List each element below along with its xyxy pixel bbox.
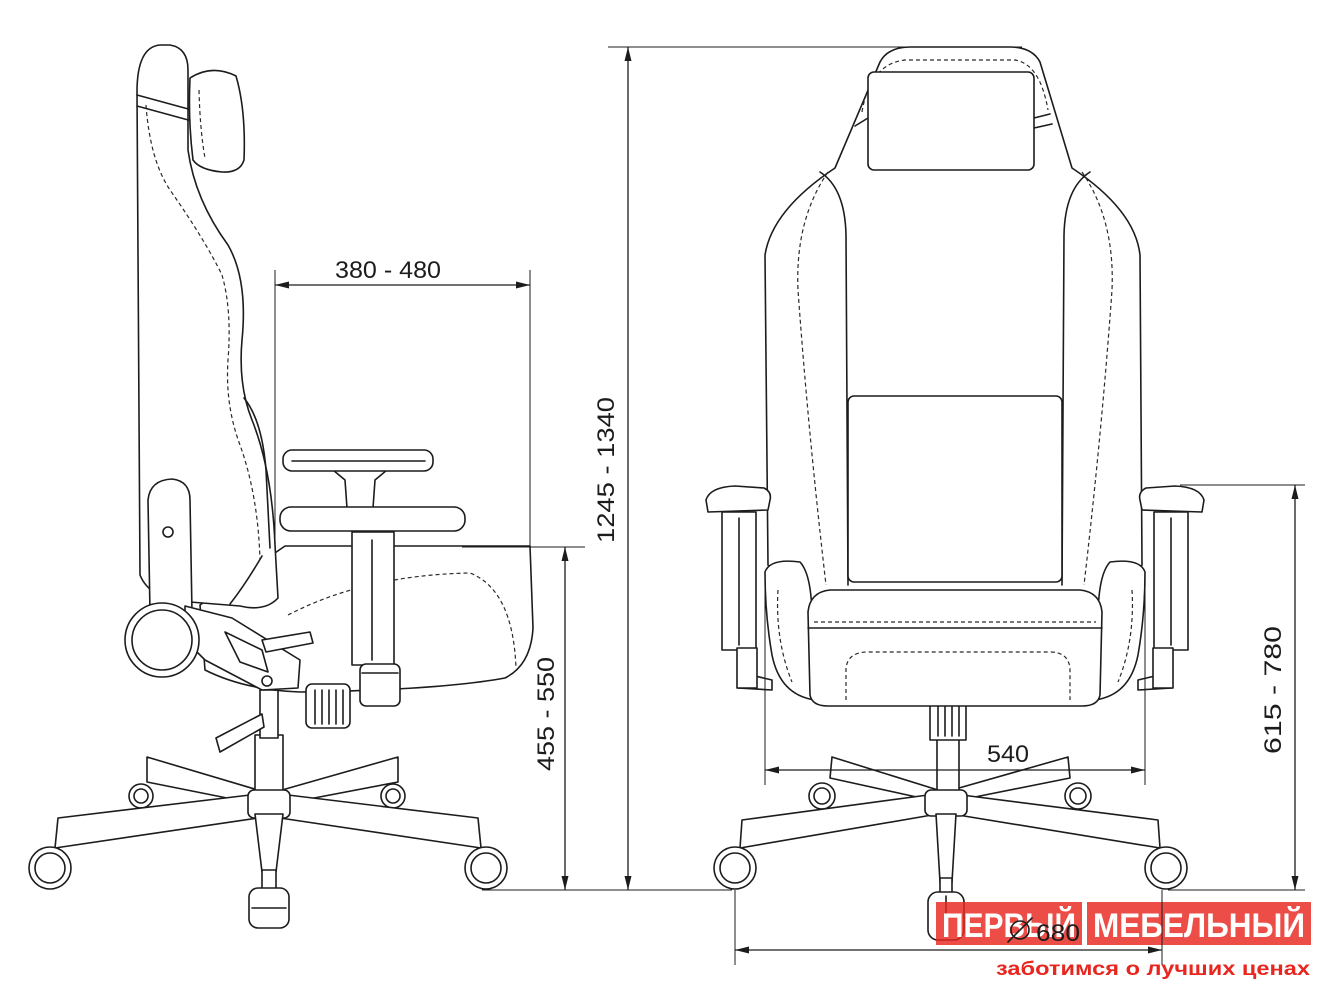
watermark-box-2 bbox=[1087, 902, 1311, 945]
side-tension-knob bbox=[305, 683, 351, 729]
front-backrest-panel-right bbox=[1061, 171, 1091, 586]
side-backrest-bolster bbox=[243, 397, 271, 549]
dim-front-horizontal-label: 540 bbox=[987, 741, 1029, 768]
front-backrest-panel-left bbox=[819, 171, 849, 586]
side-height-lever bbox=[215, 713, 265, 753]
front-lower-wing-left bbox=[764, 560, 816, 701]
front-base-leg-right bbox=[957, 794, 1161, 849]
front-wheel-back-right-hub bbox=[1069, 787, 1087, 805]
side-wheel-back-left bbox=[128, 783, 154, 809]
side-backrest bbox=[136, 44, 279, 609]
side-backrest-bottom-edge bbox=[229, 555, 263, 605]
dimension-lines: 380 - 480 1245 - 1340 455 - 550 540 615 … bbox=[274, 46, 1305, 965]
front-headrest-strap-right-2 bbox=[1033, 123, 1053, 129]
side-mechanism-pivot bbox=[261, 675, 273, 687]
side-pillow-strap-top bbox=[136, 94, 193, 111]
side-wheel-front-left-inner bbox=[34, 852, 66, 884]
front-armrest-right-pad bbox=[1138, 485, 1205, 513]
side-wheel-back-right-hub bbox=[385, 788, 401, 804]
front-lower-wing-right bbox=[1094, 560, 1146, 701]
side-wheel-front-right-inner bbox=[470, 852, 502, 884]
side-armrest-post bbox=[351, 531, 395, 666]
front-wheel-back-left bbox=[808, 782, 836, 810]
front-armrest-left-pad bbox=[705, 485, 772, 513]
front-base-hub bbox=[924, 789, 968, 817]
front-base-leg-left bbox=[739, 794, 933, 849]
dim-overall-label: 1245 - 1340 bbox=[593, 397, 620, 543]
front-headrest-pillow bbox=[867, 71, 1035, 171]
dim-side-vertical-label: 455 - 550 bbox=[533, 657, 560, 771]
side-armrest-base bbox=[359, 663, 401, 707]
front-lower-wing-right-seam bbox=[1117, 589, 1134, 683]
side-view bbox=[28, 44, 534, 929]
diameter-icon bbox=[1007, 917, 1033, 943]
side-wheel-back-right bbox=[380, 783, 406, 809]
front-seat bbox=[807, 589, 1103, 707]
dim-side-horizontal-label: 380 - 480 bbox=[335, 257, 441, 284]
side-tilt-handle bbox=[261, 631, 314, 653]
side-armrest-lower-pad bbox=[279, 506, 466, 532]
front-seat-face-seam bbox=[845, 651, 1071, 700]
side-base-leg-front-right bbox=[279, 794, 482, 849]
side-seat-seam bbox=[287, 572, 517, 669]
front-view bbox=[705, 46, 1205, 941]
dim-front-vertical-label: 615 - 780 bbox=[1260, 626, 1287, 754]
front-wheel-left-inner bbox=[719, 852, 751, 884]
front-backrest-top-seam bbox=[861, 59, 1049, 113]
front-base-leg-back-left bbox=[829, 756, 939, 801]
side-recline-knob bbox=[124, 602, 200, 678]
front-backrest-seam-left bbox=[797, 171, 829, 586]
watermark-box-1 bbox=[936, 902, 1082, 945]
side-wheel-center-stem bbox=[261, 869, 277, 891]
watermark-tagline: заботимся о лучших ценах bbox=[996, 959, 1311, 980]
side-pillow-strap-bottom bbox=[136, 105, 193, 122]
side-recline-pivot bbox=[162, 526, 174, 538]
front-backrest-seam-right bbox=[1081, 171, 1113, 586]
front-wheel-back-left-hub bbox=[813, 787, 831, 805]
side-gas-cylinder bbox=[254, 734, 284, 796]
front-base-leg-center bbox=[935, 813, 957, 883]
watermark-word-1: ПЕРВЫЙ bbox=[942, 906, 1076, 945]
watermark-logo: ПЕРВЫЙ МЕБЕЛЬНЫЙ заботимся о лучших цена… bbox=[936, 902, 1311, 980]
side-base-leg-center bbox=[254, 813, 284, 873]
front-gas-cylinder bbox=[936, 737, 960, 799]
front-wheel-right-inner bbox=[1150, 852, 1182, 884]
side-headrest-pillow bbox=[188, 69, 246, 173]
front-wheel-back-right bbox=[1064, 782, 1092, 810]
front-headrest-strap-left bbox=[854, 117, 869, 127]
front-lumbar-panel bbox=[847, 395, 1063, 583]
side-base-leg-front-left bbox=[54, 794, 259, 849]
front-lower-wing-left-seam bbox=[777, 589, 793, 683]
side-recline-plate bbox=[147, 478, 193, 613]
front-armrest-right-base bbox=[1152, 647, 1174, 689]
side-armrest-stem bbox=[332, 469, 388, 509]
watermark-word-2: МЕБЕЛЬНЫЙ bbox=[1093, 906, 1305, 945]
front-armrest-left-base bbox=[736, 647, 758, 689]
front-headrest-strap-right bbox=[1033, 113, 1051, 119]
side-mechanism-link bbox=[224, 631, 269, 673]
side-wheel-back-left-hub bbox=[133, 788, 149, 804]
side-recline-knob-inner bbox=[131, 609, 193, 671]
side-headrest-seam bbox=[198, 89, 206, 159]
side-backrest-seam bbox=[145, 104, 261, 561]
dim-base-label: 680 bbox=[1036, 920, 1080, 947]
